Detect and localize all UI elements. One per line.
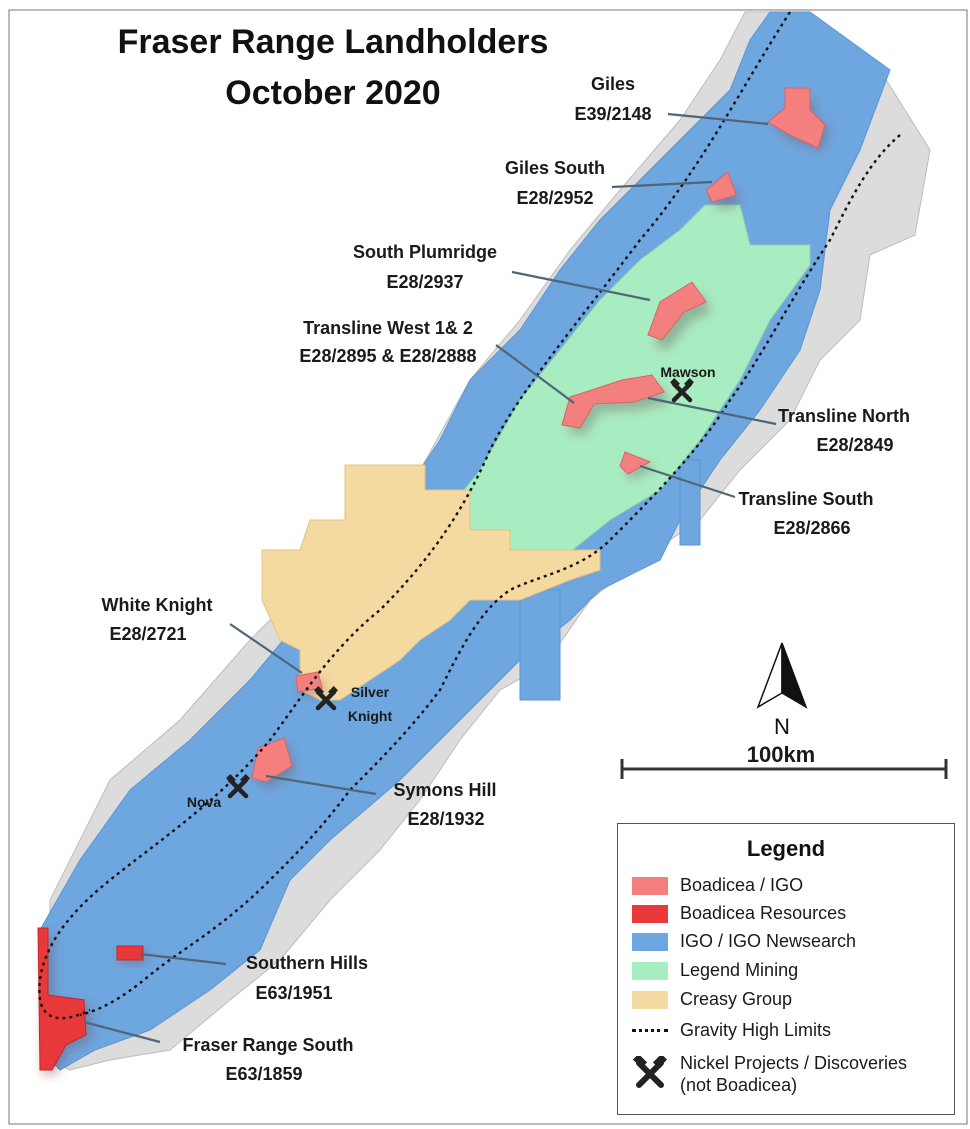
legend-label: Boadicea Resources — [680, 903, 847, 923]
swatch-legend-mining — [632, 961, 668, 980]
label-southern-hills-name: Southern Hills — [246, 953, 368, 973]
legend-item-gravity-high-limits: Gravity High Limits — [632, 1020, 831, 1041]
label-silver-knight-1: Silver — [351, 684, 390, 700]
label-southern-hills-id: E63/1951 — [255, 983, 332, 1003]
swatch-boadicea-resources — [632, 904, 668, 923]
label-fraser-range-south-id: E63/1859 — [225, 1064, 302, 1084]
legend-item-nickel-projects: Nickel Projects / Discoveries (not Boadi… — [632, 1052, 907, 1096]
boadicea-resources-tenements — [37, 927, 147, 1076]
label-nova: Nova — [187, 794, 221, 810]
legend-item-legend-mining: Legend Mining — [632, 960, 798, 981]
swatch-igo-newsearch — [632, 932, 668, 951]
label-transline-north-id: E28/2849 — [816, 435, 893, 455]
map-title-line2: October 2020 — [225, 74, 440, 112]
legend-item-boadicea-igo: Boadicea / IGO — [632, 875, 803, 896]
legend-nickel-line2: (not Boadicea) — [680, 1075, 798, 1095]
label-giles-name: Giles — [591, 74, 635, 94]
label-transline-south-name: Transline South — [738, 489, 873, 509]
scale-bar-label: 100km — [747, 742, 816, 767]
legend-label: Creasy Group — [680, 989, 793, 1009]
label-symons-hill-id: E28/1932 — [407, 809, 484, 829]
transline-block — [561, 374, 671, 436]
legend-label: Boadicea / IGO — [680, 875, 804, 895]
silver-knight-hammer-icon — [314, 686, 338, 711]
legend-panel: Legend Boadicea / IGO Boadicea Resources… — [617, 823, 955, 1115]
legend-nickel-line1: Nickel Projects / Discoveries — [680, 1053, 908, 1073]
label-giles-south-name: Giles South — [505, 158, 605, 178]
nova-hammer-icon — [226, 774, 250, 799]
label-transline-west-id: E28/2895 & E28/2888 — [299, 346, 476, 366]
label-silver-knight-2: Knight — [348, 708, 393, 724]
gravity-high-limits — [38, 11, 901, 1020]
legend-item-boadicea-resources: Boadicea Resources — [632, 903, 846, 924]
north-arrow-label: N — [774, 714, 790, 739]
legend-title: Legend — [746, 836, 826, 861]
dotted-line-icon — [632, 1029, 668, 1032]
legend-label: IGO / IGO Newsearch — [680, 931, 857, 951]
label-white-knight-id: E28/2721 — [109, 624, 186, 644]
label-giles-id: E39/2148 — [574, 104, 651, 124]
scale-bar — [620, 759, 948, 779]
label-south-plumridge-id: E28/2937 — [386, 272, 463, 292]
label-transline-west-name: Transline West 1& 2 — [303, 318, 473, 338]
leader-lines — [83, 112, 777, 1044]
hammer-icon — [632, 1056, 668, 1088]
map-border — [8, 9, 968, 1125]
swatch-creasy-group — [632, 990, 668, 1009]
label-south-plumridge-name: South Plumridge — [353, 242, 497, 262]
label-giles-south-id: E28/2952 — [516, 188, 593, 208]
legend-item-igo-newsearch: IGO / IGO Newsearch — [632, 931, 856, 952]
giles-block — [767, 87, 831, 153]
label-transline-north-name: Transline North — [778, 406, 910, 426]
map-title-line1: Fraser Range Landholders — [118, 23, 549, 61]
swatch-boadicea-igo — [632, 876, 668, 895]
transline-south-block — [619, 451, 658, 481]
north-arrow-icon — [756, 642, 808, 709]
legend-label: Gravity High Limits — [680, 1020, 832, 1040]
southern-hills-block — [116, 945, 147, 965]
label-symons-hill-name: Symons Hill — [393, 780, 496, 800]
label-white-knight-name: White Knight — [102, 595, 213, 615]
label-mawson: Mawson — [660, 364, 715, 380]
south-plumridge-block — [647, 281, 713, 351]
giles-south-block — [705, 171, 741, 211]
label-transline-south-id: E28/2866 — [773, 518, 850, 538]
legend-item-creasy-group: Creasy Group — [632, 989, 792, 1010]
mawson-hammer-icon — [670, 378, 694, 403]
label-fraser-range-south-name: Fraser Range South — [182, 1035, 353, 1055]
legend-label: Legend Mining — [680, 960, 799, 980]
